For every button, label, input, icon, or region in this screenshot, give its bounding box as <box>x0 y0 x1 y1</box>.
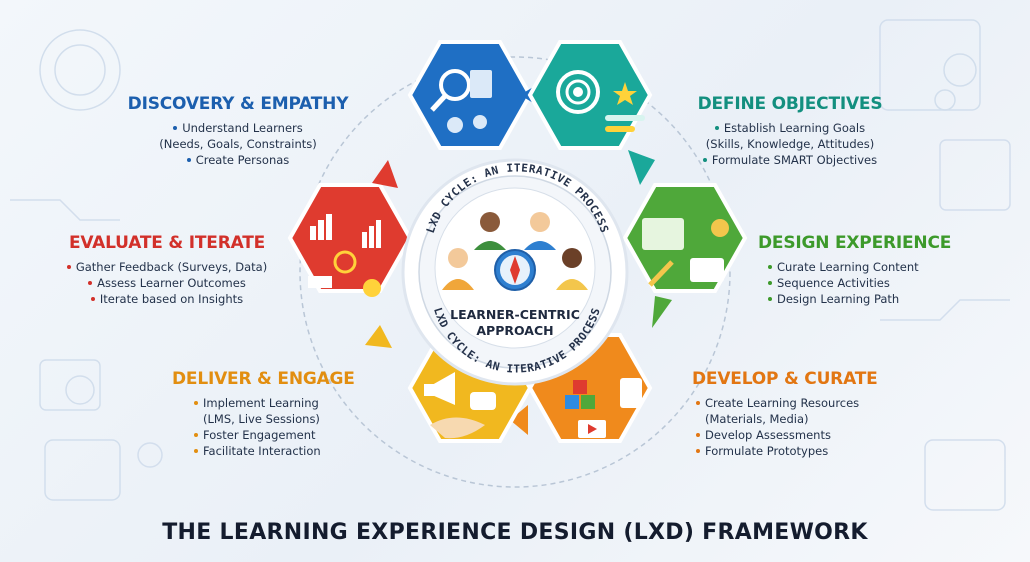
bullet-dot <box>194 448 198 453</box>
bullet-dot <box>768 296 772 301</box>
stage-title-discovery: DISCOVERY & EMPATHY <box>127 94 349 114</box>
bullet-text: Gather Feedback (Surveys, Data) <box>75 260 268 274</box>
bullet-text: Establish Learning Goals <box>723 121 866 135</box>
target-star-icon <box>556 70 645 132</box>
bullet-text: Assess Learner Outcomes <box>97 276 246 290</box>
bullet-text: (LMS, Live Sessions) <box>203 412 320 426</box>
bullet-text: (Needs, Goals, Constraints) <box>159 137 317 151</box>
bullet-dot <box>768 280 772 285</box>
learner-avatars-icon <box>442 212 588 290</box>
stage-label-discovery: DISCOVERY & EMPATHY Understand Learners … <box>118 94 358 168</box>
bullet-text: (Skills, Knowledge, Attitudes) <box>705 137 875 151</box>
bullet-text: Formulate SMART Objectives <box>711 153 878 167</box>
framework-title: THE LEARNING EXPERIENCE DESIGN (LXD) FRA… <box>162 520 868 545</box>
bullet-dot <box>696 432 700 437</box>
stage-title-deliver: DELIVER & ENGAGE <box>172 369 355 389</box>
bullet-dot <box>768 264 772 269</box>
stage-label-deliver: DELIVER & ENGAGE Implement Learning (LMS… <box>172 369 355 459</box>
bullet: Foster Engagement <box>194 427 352 443</box>
bullet: (LMS, Live Sessions) <box>194 411 352 427</box>
bullet: Design Learning Path <box>768 291 948 307</box>
bullet-text: Understand Learners <box>182 121 303 135</box>
outer-cycle-path <box>299 56 731 488</box>
wireframe-tools-icon <box>642 218 729 287</box>
bullet: (Needs, Goals, Constraints) <box>118 136 358 152</box>
bullet: Facilitate Interaction <box>194 443 352 459</box>
bullet-text: (Materials, Media) <box>705 412 809 426</box>
bullet-dot <box>194 432 198 437</box>
center-label-line2: APPROACH <box>476 323 554 338</box>
stage-label-design: DESIGN EXPERIENCE Curate Learning Conten… <box>758 233 952 307</box>
bullet-text: Curate Learning Content <box>777 260 919 274</box>
stage-title-objectives: DEFINE OBJECTIVES <box>697 94 883 114</box>
bullet: Create Personas <box>118 152 358 168</box>
bullet-dot <box>702 157 707 162</box>
bullet-text: Develop Assessments <box>705 428 831 442</box>
stage-label-develop: DEVELOP & CURATE Create Learning Resourc… <box>682 369 882 459</box>
bullet: Formulate Prototypes <box>696 443 882 459</box>
bullet-dot <box>173 125 178 130</box>
center-label-line1: LEARNER-CENTRIC <box>450 307 580 322</box>
stage-title-design: DESIGN EXPERIENCE <box>758 233 952 253</box>
bullet-dot <box>696 400 700 405</box>
stage-label-evaluate: EVALUATE & ITERATE Gather Feedback (Surv… <box>52 233 282 307</box>
bullet: Iterate based on Insights <box>52 291 282 307</box>
bullet: Develop Assessments <box>696 427 882 443</box>
bullet: (Materials, Media) <box>696 411 882 427</box>
center-label: LEARNER-CENTRIC APPROACH <box>435 307 595 339</box>
stage-hex-design[interactable] <box>622 183 748 328</box>
stage-hex-objectives[interactable] <box>527 40 655 185</box>
magnifier-persona-icon <box>430 69 492 133</box>
stage-label-objectives: DEFINE OBJECTIVES Establish Learning Goa… <box>680 94 900 168</box>
bullet: Understand Learners <box>118 120 358 136</box>
bullet-dot <box>186 157 191 162</box>
bullet-text: Create Learning Resources <box>705 396 860 410</box>
megaphone-handshake-icon <box>424 372 496 439</box>
bullet: Assess Learner Outcomes <box>52 275 282 291</box>
charts-lightbulb-icon <box>308 214 381 297</box>
compass-icon <box>494 249 536 291</box>
bullet-text: Design Learning Path <box>777 292 900 306</box>
bullet-text: Implement Learning <box>203 396 319 410</box>
bullet-dot <box>714 125 719 130</box>
bullet-dot <box>66 264 71 269</box>
bullet: Create Learning Resources <box>696 395 882 411</box>
bullet: Sequence Activities <box>768 275 948 291</box>
bullet-text: Create Personas <box>195 153 290 167</box>
bullet: (Skills, Knowledge, Attitudes) <box>680 136 900 152</box>
bullet: Implement Learning <box>194 395 352 411</box>
bullet-text: Iterate based on Insights <box>99 292 244 306</box>
stage-title-evaluate: EVALUATE & ITERATE <box>68 233 266 253</box>
bullet-text: Foster Engagement <box>203 428 316 442</box>
blocks-media-icon <box>565 378 642 438</box>
center-hub: LXD CYCLE: AN ITERATIVE PROCESS LXD CYCL… <box>401 158 629 386</box>
bullet-dot <box>194 400 198 405</box>
bullet-dot <box>90 296 95 301</box>
bullet-text: Formulate Prototypes <box>705 444 829 458</box>
bullet: Establish Learning Goals <box>680 120 900 136</box>
bullet: Gather Feedback (Surveys, Data) <box>52 259 282 275</box>
bullet: Curate Learning Content <box>768 259 948 275</box>
bullet-text: Facilitate Interaction <box>203 444 321 458</box>
bullet-dot <box>88 280 93 285</box>
bullet: Formulate SMART Objectives <box>680 152 900 168</box>
bullet-text: Sequence Activities <box>777 276 890 290</box>
bullet-dot <box>696 448 700 453</box>
stage-title-develop: DEVELOP & CURATE <box>692 369 878 389</box>
